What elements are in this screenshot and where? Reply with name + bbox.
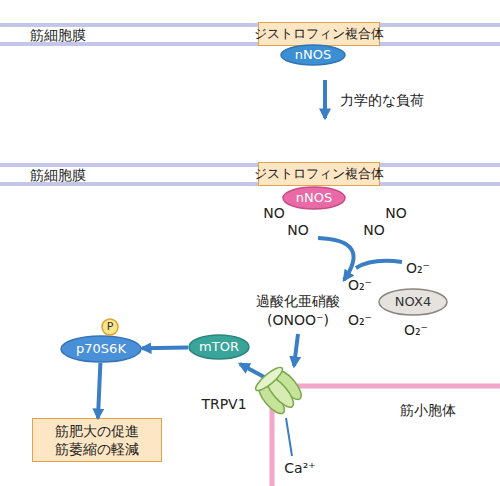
complex-box: ジストロフィン複合体 <box>258 22 380 46</box>
enzyme-ellipse: nNOS <box>280 44 346 66</box>
outcome-box: 筋肥大の促進 筋萎縮の軽減 <box>32 418 162 462</box>
molecule-label: O₂⁻ <box>406 260 430 277</box>
node-text: nNOS <box>296 190 332 207</box>
node-text: mTOR <box>199 339 239 356</box>
molecule-label: (ONOO⁻) <box>267 312 329 329</box>
node-text: nNOS <box>295 47 331 64</box>
channel-label: TRPV1 <box>201 396 246 413</box>
membrane-label: 筋細胞膜 <box>30 167 86 184</box>
organelle-label: 筋小胞体 <box>400 402 456 419</box>
load-arrow <box>323 80 327 118</box>
ion-label: Ca²⁺ <box>284 460 315 477</box>
node-text: NOX4 <box>395 294 431 311</box>
trpv1-channel <box>252 364 306 419</box>
phospho-circle: P <box>101 318 119 336</box>
ellipse-shape <box>379 289 447 315</box>
ellipse-shape <box>281 45 345 65</box>
ellipse-shape <box>189 335 249 359</box>
molecule-label: O₂⁻ <box>348 312 372 329</box>
molecule-label: NO <box>363 222 385 239</box>
reaction-arrow <box>356 261 402 268</box>
membrane-line <box>0 23 500 27</box>
enzyme-ellipse: nNOS <box>282 186 346 210</box>
membrane-label: 筋細胞膜 <box>30 27 86 44</box>
molecule-label: O₂⁻ <box>348 277 372 294</box>
activation-arrow <box>240 364 266 378</box>
kinase-ellipse: mTOR <box>188 334 250 360</box>
molecule-label: O₂⁻ <box>404 322 428 339</box>
arrow-note: 力学的な負荷 <box>340 92 424 109</box>
node-text: 筋肥大の促進 筋萎縮の軽減 <box>33 422 161 458</box>
complex-box: ジストロフィン複合体 <box>258 162 380 186</box>
flow-arrow <box>142 346 188 351</box>
enzyme-ellipse: NOX4 <box>378 288 448 316</box>
node-text: P <box>107 320 114 334</box>
molecule-label: 過酸化亜硝酸 <box>256 293 340 310</box>
ellipse-shape <box>61 336 141 362</box>
membrane-line <box>0 163 500 167</box>
ellipse-shape <box>102 319 118 335</box>
flow-arrow <box>98 363 100 418</box>
molecule-label: NO <box>263 205 285 222</box>
reaction-arrow <box>318 238 354 280</box>
calcium-flow <box>286 418 292 456</box>
activation-arrow <box>294 334 298 366</box>
node-text: ジストロフィン複合体 <box>254 166 384 183</box>
node-text: ジストロフィン複合体 <box>254 26 384 43</box>
molecule-label: NO <box>385 205 407 222</box>
molecule-label: NO <box>287 222 309 239</box>
reticulum-line <box>272 386 500 486</box>
node-text: p70S6K <box>76 341 126 358</box>
kinase-ellipse: p70S6K <box>60 335 142 363</box>
ellipse-shape <box>283 187 345 209</box>
